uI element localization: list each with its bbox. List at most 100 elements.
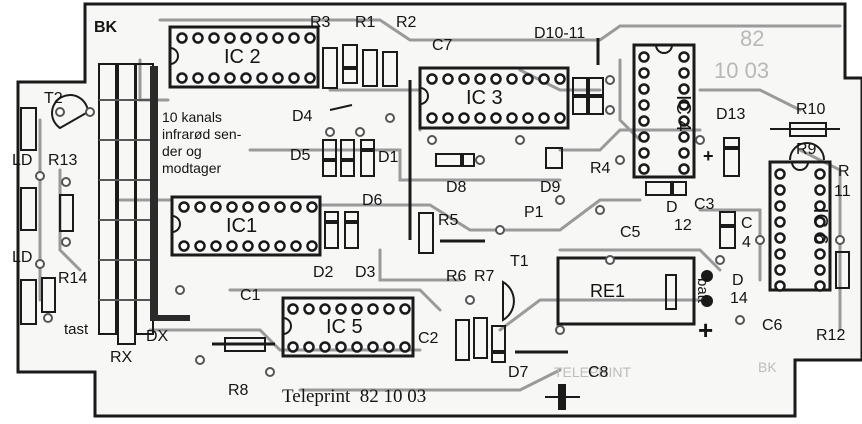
solder-pad [61,177,71,187]
label-c1: C1 [240,287,261,304]
ic5-chip [281,296,415,358]
description-line-1: 10 kanals [162,109,222,125]
ic-pin [304,72,316,84]
label-p1: P1 [524,204,544,221]
solder-pad [355,127,365,137]
ic-pin [304,32,316,44]
ic-pin [399,341,411,353]
ic6-label: IC 6 [809,208,831,245]
solder-pad [555,195,565,205]
ic-pin [194,240,206,252]
ic-pin [538,73,550,85]
label-c5: C5 [620,224,641,241]
ic-pin [192,32,204,44]
label-r12: R12 [816,327,845,344]
ic-pin [319,303,331,315]
ic4-chip [632,43,696,179]
ic-pin [774,264,786,276]
label-r2: R2 [396,14,417,31]
solder-pad [595,205,605,215]
ic-pin [288,72,300,84]
d2-diode [324,211,339,249]
label-d5: D5 [290,147,311,164]
solder-pad [35,259,45,269]
mirrored-mark-top-2: 10 03 [714,58,769,83]
ic-pin [290,201,302,213]
ic-pin [226,201,238,213]
ic-pin [638,51,650,63]
ic-pin [442,73,454,85]
ic-pin [274,240,286,252]
solder-pad [605,75,615,85]
solder-pad [427,135,437,145]
ic-pin [678,83,690,95]
ic3-chip [418,66,570,130]
ic-pin [303,341,315,353]
ic-pin [678,99,690,111]
re1-inner [665,274,677,310]
solder-pad [555,325,565,335]
ic-pin [210,240,222,252]
label-r9: R9 [796,141,817,158]
r14-resistor [41,277,56,313]
solder-pad [61,237,71,247]
connector-strip-rx [98,63,154,345]
ic-pin [367,303,379,315]
label-c4-b: 4 [742,234,751,251]
ic-pin [242,240,254,252]
ic-pin [240,32,252,44]
solder-pad [715,255,725,265]
ic-pin [226,240,238,252]
ic-pin [224,72,236,84]
label-d4: D4 [292,108,313,125]
ic-pin [474,73,486,85]
r12-resistor [835,251,850,289]
ic-pin [774,168,786,180]
ic-pin [506,112,518,124]
ic-pin [638,83,650,95]
dx-trace [150,66,158,321]
ic-pin [814,248,826,260]
label-d6: D6 [362,192,383,209]
ic-pin [303,303,315,315]
solder-pad [755,235,765,245]
solder-pad [55,107,65,117]
ic-pin [256,32,268,44]
ic-pin [638,115,650,127]
d12-diode [645,181,687,196]
label-d3: D3 [355,264,376,281]
re1-relay [556,256,696,326]
solder-pad [265,367,275,377]
label-c4-a: C [741,215,753,232]
ic-pin [335,303,347,315]
ic-pin [678,51,690,63]
label-r1: R1 [355,14,376,31]
solder-pad [325,127,335,137]
r3-resistor [322,47,338,89]
description-line-3: der og [162,143,202,159]
r2b-resistor [382,51,398,87]
ic-pin [638,131,650,143]
ld-top-component [20,107,37,151]
r1-resistor [342,44,358,84]
solder-pads [35,75,845,377]
ic-pin [178,240,190,252]
label-batt: batt [694,278,711,304]
ic-pin [554,112,566,124]
t2-transistor [51,94,90,130]
label-plus-bottom: + [698,315,713,345]
label-r6: R6 [446,268,467,285]
ic-pin [288,32,300,44]
solder-pad [615,155,625,165]
label-d7: D7 [508,364,529,381]
label-re1: RE1 [590,281,625,301]
ic-pins [176,32,826,353]
ic-pin [814,184,826,196]
ic-pin [176,32,188,44]
board-caption: Teleprint 82 10 03 [282,386,426,407]
ic-pin [522,112,534,124]
solder-pad [735,315,745,325]
ic-pin [287,303,299,315]
label-r10: R10 [796,101,825,118]
